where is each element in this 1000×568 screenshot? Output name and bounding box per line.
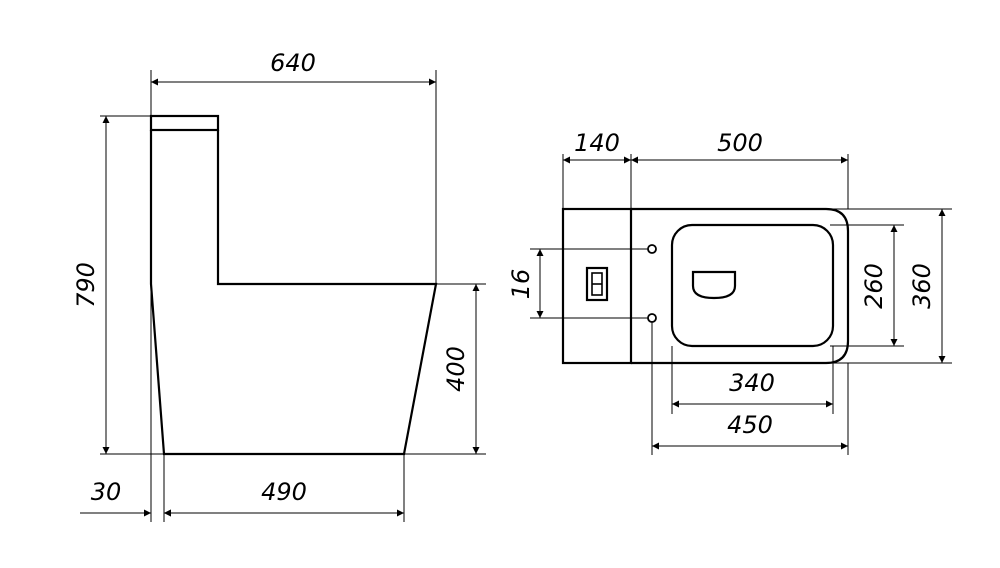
bowl-inner-outline	[670, 223, 835, 348]
dim-label-790: 790	[72, 262, 100, 308]
dim-label-260: 260	[860, 263, 888, 309]
dim-label-340: 340	[729, 369, 775, 397]
flush-button-outer[interactable]	[585, 266, 609, 302]
dim-label-140: 140	[574, 129, 620, 157]
bowl-outer-outline	[631, 207, 850, 365]
dim-label-500: 500	[717, 129, 763, 157]
dim-label-400: 400	[442, 346, 470, 392]
mounting-hole-bottom	[647, 313, 657, 323]
tank-top	[561, 207, 633, 365]
tank-lid	[149, 114, 220, 132]
drain-opening	[691, 270, 737, 300]
toilet-side-outline	[149, 130, 438, 456]
side-view: 640 790 400 30 490	[72, 49, 486, 522]
dim-label-640: 640	[270, 49, 316, 77]
dim-label-16: 16	[507, 269, 535, 300]
mounting-hole-top	[647, 244, 657, 254]
dim-label-450: 450	[727, 411, 773, 439]
top-view: 140 500 16 260 360 340 450	[507, 129, 952, 455]
dim-label-30: 30	[91, 478, 122, 506]
dim-label-360: 360	[908, 263, 936, 309]
dim-label-490: 490	[261, 478, 307, 506]
